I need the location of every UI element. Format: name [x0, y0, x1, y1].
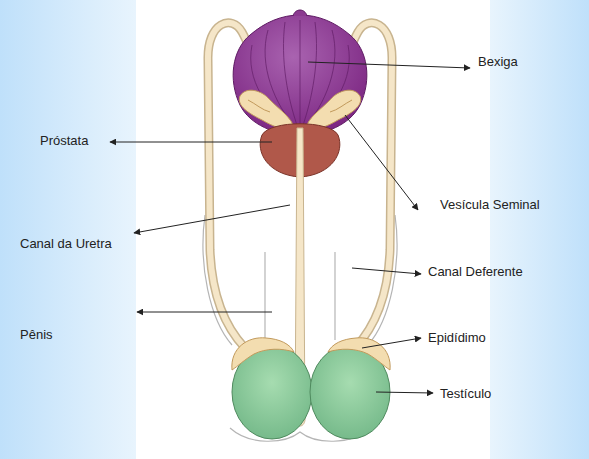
- center-panel: [136, 0, 490, 459]
- part-label: Epidídimo: [428, 330, 486, 346]
- testis: [232, 345, 390, 439]
- part-label: Próstata: [40, 133, 88, 149]
- part-label: Pênis: [20, 327, 53, 343]
- part-label: Canal da Uretra: [20, 236, 112, 252]
- bladder: [233, 10, 367, 135]
- side-panel: [0, 0, 136, 459]
- part-label: Bexiga: [478, 54, 518, 70]
- epididymis: [232, 338, 390, 370]
- part-label: Testículo: [440, 386, 491, 402]
- part-label: Vesícula Seminal: [440, 197, 540, 213]
- part-label: Canal Deferente: [428, 264, 523, 280]
- leader-arrow: [110, 62, 470, 393]
